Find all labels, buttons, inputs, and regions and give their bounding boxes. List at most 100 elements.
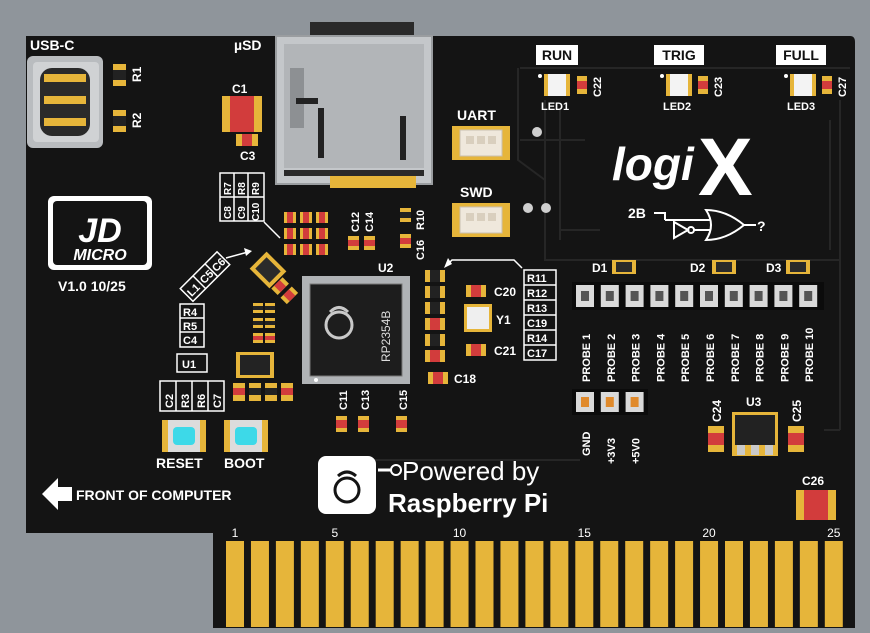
probe-label: PROBE 6 bbox=[705, 334, 717, 382]
led2 bbox=[660, 74, 692, 96]
rstack-1: R12 bbox=[527, 288, 547, 300]
c15-label: C15 bbox=[398, 390, 410, 410]
edge-finger bbox=[400, 541, 419, 627]
rstack-3: C19 bbox=[527, 318, 547, 330]
power-pin-hole bbox=[630, 397, 639, 407]
power-pin-hole bbox=[605, 397, 614, 407]
reset-label: RESET bbox=[156, 455, 203, 471]
c26-label: C26 bbox=[802, 474, 824, 488]
trig-label: TRIG bbox=[662, 47, 696, 63]
capacitor-grid bbox=[284, 212, 328, 255]
u3-label: U3 bbox=[746, 395, 762, 409]
raspberry-pi-logo bbox=[318, 456, 402, 514]
pointer-line bbox=[263, 221, 281, 239]
edge-finger bbox=[600, 541, 619, 627]
logic-gate-icon bbox=[654, 208, 756, 242]
gate-2b-label: 2B bbox=[628, 205, 646, 221]
resistor-column bbox=[253, 303, 275, 343]
edge-finger bbox=[824, 541, 843, 627]
power-pin-label: +3V3 bbox=[606, 438, 618, 464]
l1-group-box: L1 C5 C6 bbox=[179, 250, 231, 303]
jd-logo-text: JD bbox=[78, 212, 121, 250]
edge-finger bbox=[325, 541, 344, 627]
edge-pin-number: 20 bbox=[702, 526, 716, 540]
edge-finger bbox=[700, 541, 719, 627]
r6-label: R6 bbox=[196, 394, 208, 408]
u1-label-box: U1 bbox=[176, 353, 208, 373]
probe-label: PROBE 5 bbox=[680, 334, 692, 382]
c18-label: C18 bbox=[454, 372, 476, 386]
led1 bbox=[538, 74, 570, 96]
capacitor-c18 bbox=[428, 372, 448, 384]
edge-finger bbox=[375, 541, 394, 627]
lstack-1-1: R8 bbox=[237, 182, 248, 195]
uart-connector[interactable] bbox=[452, 126, 510, 160]
front-arrow-icon bbox=[42, 478, 72, 510]
pointer-arrow-right bbox=[444, 258, 452, 268]
c23-label: C23 bbox=[713, 77, 725, 97]
probe-label: PROBE 3 bbox=[631, 334, 643, 382]
probe-pin-hole bbox=[804, 291, 813, 301]
usb-c-connector[interactable] bbox=[27, 56, 103, 148]
edge-finger bbox=[625, 541, 644, 627]
power-pin-header[interactable] bbox=[572, 389, 648, 415]
boot-button[interactable] bbox=[224, 420, 268, 452]
voltage-regulator-u3 bbox=[732, 412, 778, 456]
d3-label: D3 bbox=[766, 261, 782, 275]
logix-logo-text: logi bbox=[612, 138, 695, 190]
capacitor-c3 bbox=[236, 134, 258, 146]
resistor-row bbox=[233, 383, 293, 401]
led2-label: LED2 bbox=[663, 101, 691, 113]
uart-label: UART bbox=[457, 107, 496, 123]
lstack-1-0: C9 bbox=[237, 206, 248, 219]
diode-d2 bbox=[712, 260, 736, 274]
u2-label: U2 bbox=[378, 261, 394, 275]
d2-label: D2 bbox=[690, 261, 706, 275]
raspberry-pi-text: Raspberry Pi bbox=[388, 488, 548, 518]
via bbox=[541, 203, 551, 213]
logix-logo-x: X bbox=[698, 122, 753, 213]
c13-label: C13 bbox=[360, 390, 372, 410]
microsd-card-slot[interactable] bbox=[275, 22, 433, 188]
edge-finger bbox=[300, 541, 319, 627]
capacitor-c23 bbox=[698, 76, 708, 94]
chip-u1 bbox=[236, 352, 274, 378]
micro-logo-text: MICRO bbox=[73, 247, 127, 264]
rstack-2: R13 bbox=[527, 303, 547, 315]
pcb-traces bbox=[320, 67, 850, 461]
probe-pin-hole bbox=[705, 291, 713, 301]
full-label-box: FULL bbox=[776, 45, 826, 65]
edge-finger bbox=[500, 541, 519, 627]
probe-label: PROBE 8 bbox=[755, 334, 767, 382]
y1-label: Y1 bbox=[496, 313, 511, 327]
probe-header[interactable] bbox=[572, 282, 824, 310]
probe-pin-hole bbox=[680, 291, 689, 301]
c11-label: C11 bbox=[338, 390, 350, 410]
resistor-stack-r4-r5-c4: R4 R5 C4 bbox=[179, 303, 205, 348]
c20-label: C20 bbox=[494, 285, 516, 299]
probe-label: PROBE 4 bbox=[655, 333, 667, 382]
edge-finger bbox=[799, 541, 818, 627]
capacitor-c22 bbox=[577, 76, 587, 94]
c24-label: C24 bbox=[710, 400, 724, 422]
reset-button[interactable] bbox=[162, 420, 206, 452]
rstack-0: R11 bbox=[527, 273, 547, 285]
edge-finger bbox=[525, 541, 544, 627]
probe-pin-hole bbox=[754, 291, 763, 301]
led3-label: LED3 bbox=[787, 101, 815, 113]
c12-label: C12 bbox=[350, 212, 362, 232]
swd-connector[interactable] bbox=[452, 203, 510, 237]
swd-label: SWD bbox=[460, 184, 493, 200]
rp2354b-chip: RP2354B bbox=[302, 276, 410, 384]
power-pin-label: +5V0 bbox=[631, 438, 643, 464]
r5-label: R5 bbox=[183, 321, 197, 333]
c14-label: C14 bbox=[364, 211, 376, 232]
edge-finger bbox=[550, 541, 569, 627]
diode-d3 bbox=[786, 260, 810, 274]
c4-label: C4 bbox=[183, 335, 198, 347]
edge-finger bbox=[425, 541, 444, 627]
